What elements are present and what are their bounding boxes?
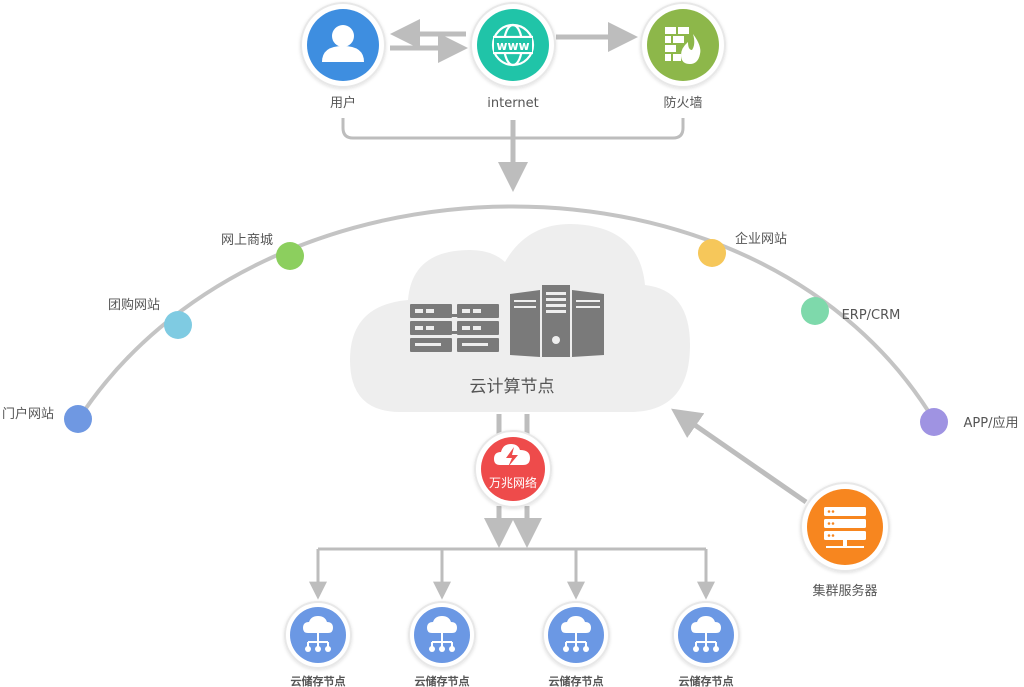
firewall-node[interactable]: 防火墙 bbox=[640, 2, 726, 111]
arc-dot bbox=[698, 239, 726, 267]
storage-label: 云储存节点 bbox=[679, 674, 734, 687]
arc-label: 网上商城 bbox=[221, 233, 273, 248]
user-node[interactable]: 用户 bbox=[300, 2, 386, 111]
arc-item-group-buy[interactable]: 团购网站 bbox=[108, 297, 192, 339]
server-rack-icon bbox=[410, 304, 499, 352]
cluster-label: 集群服务器 bbox=[812, 583, 877, 599]
arc-label: 企业网站 bbox=[735, 231, 787, 247]
storage-node[interactable]: 云储存节点 bbox=[408, 601, 476, 687]
storage-label: 云储存节点 bbox=[291, 674, 346, 687]
www-globe-icon: www bbox=[491, 23, 535, 67]
arc-item-erp-crm[interactable]: ERP/CRM bbox=[801, 297, 900, 325]
storage-label: 云储存节点 bbox=[415, 674, 470, 687]
top-arrows bbox=[390, 19, 638, 63]
arrow-cluster-to-cloud bbox=[671, 408, 808, 505]
internet-node[interactable]: www internet bbox=[470, 2, 556, 111]
network-label: 万兆网络 bbox=[489, 475, 537, 490]
storage-label: 云储存节点 bbox=[549, 674, 604, 687]
cloud-network-icon bbox=[691, 616, 721, 652]
arc-label: 门户网站 bbox=[2, 406, 54, 422]
arc-item-app[interactable]: APP/应用 bbox=[920, 408, 1018, 436]
firewall-circle bbox=[647, 9, 719, 81]
arc-item-online-mall[interactable]: 网上商城 bbox=[221, 233, 304, 270]
arc-dot bbox=[164, 311, 192, 339]
storage-bus bbox=[309, 547, 715, 600]
user-icon bbox=[322, 25, 364, 62]
arc-dot bbox=[64, 405, 92, 433]
firewall-label: 防火墙 bbox=[663, 95, 702, 111]
server-tower-icon bbox=[510, 285, 604, 357]
storage-node[interactable]: 云储存节点 bbox=[672, 601, 740, 687]
lightning-cloud-icon bbox=[494, 444, 530, 467]
arc-label: ERP/CRM bbox=[842, 308, 901, 323]
arc-dot bbox=[801, 297, 829, 325]
arc-item-enterprise-site[interactable]: 企业网站 bbox=[698, 231, 787, 267]
internet-label: internet bbox=[487, 96, 538, 111]
cloud-compute-node[interactable]: 云计算节点 bbox=[350, 224, 690, 412]
cloud-network-icon bbox=[303, 616, 333, 652]
user-label: 用户 bbox=[330, 95, 356, 111]
cloud-network-icon bbox=[561, 616, 591, 652]
arc-label: 团购网站 bbox=[108, 297, 160, 313]
cloud-label: 云计算节点 bbox=[470, 377, 555, 397]
cloud-network-icon bbox=[427, 616, 457, 652]
arc-item-portal[interactable]: 门户网站 bbox=[2, 405, 92, 433]
cluster-server-node[interactable]: 集群服务器 bbox=[800, 482, 890, 599]
top-bracket bbox=[341, 118, 685, 192]
server-stack-icon bbox=[824, 507, 866, 548]
svg-text:www: www bbox=[496, 39, 529, 53]
arc-label: APP/应用 bbox=[964, 415, 1019, 431]
firewall-icon bbox=[665, 27, 701, 64]
network-node[interactable]: 万兆网络 bbox=[474, 430, 552, 508]
arc-dot bbox=[920, 408, 948, 436]
storage-node[interactable]: 云储存节点 bbox=[542, 601, 610, 687]
storage-node[interactable]: 云储存节点 bbox=[284, 601, 352, 687]
arc-dot bbox=[276, 242, 304, 270]
